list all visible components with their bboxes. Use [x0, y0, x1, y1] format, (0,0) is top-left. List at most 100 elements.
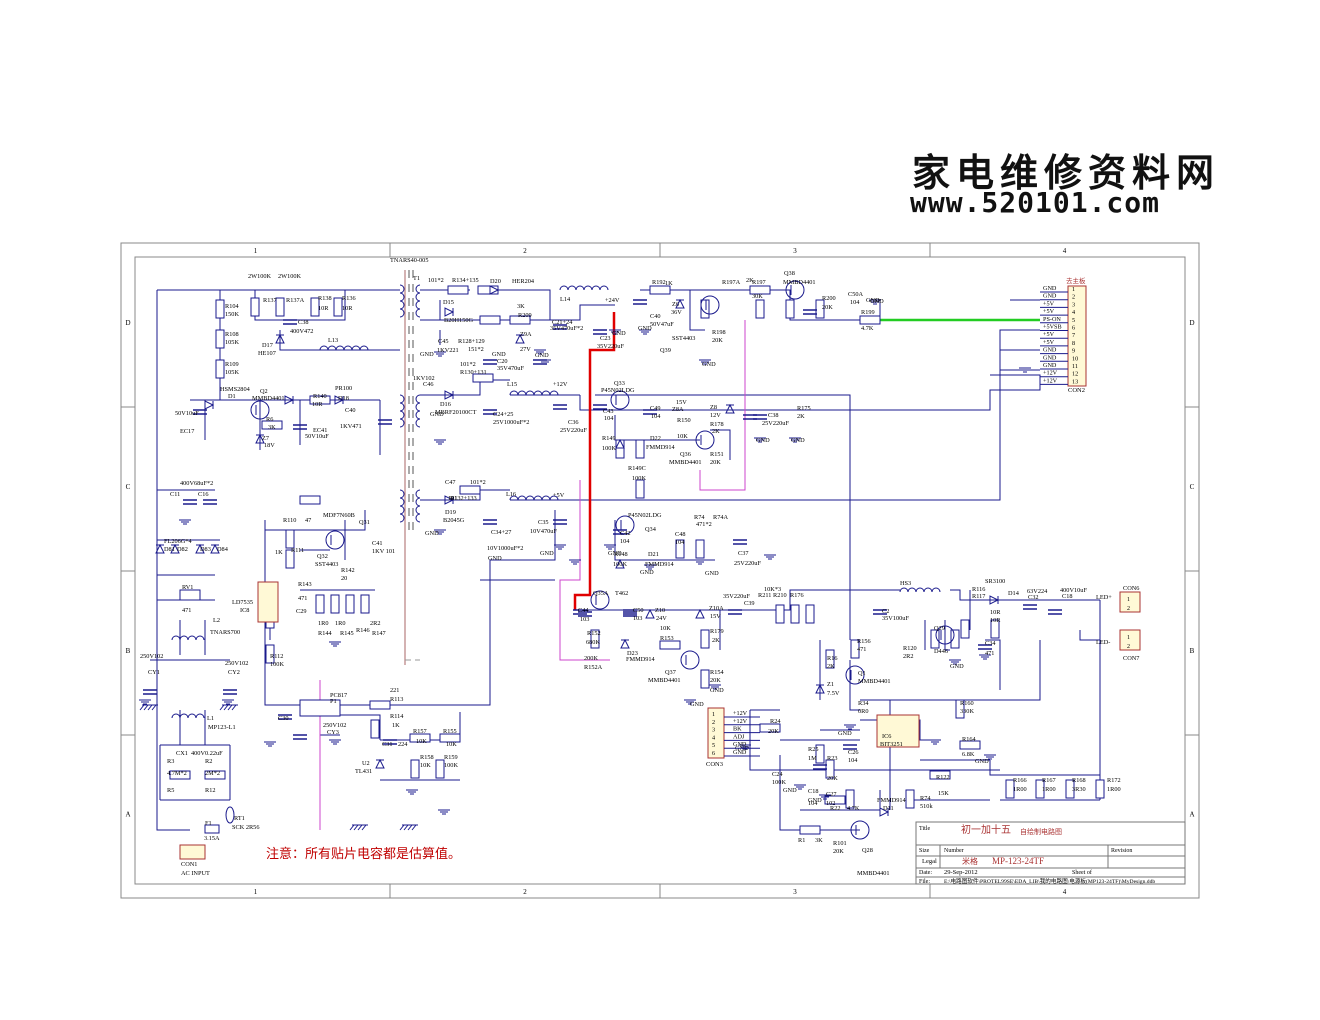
- title-block-title: 初一加十五: [961, 823, 1011, 836]
- component-label: GND: [420, 351, 434, 358]
- resistor: [275, 297, 285, 317]
- component-label: R132+133: [450, 495, 477, 502]
- resistor: [1035, 779, 1045, 799]
- component-label: CX1: [176, 750, 188, 757]
- component-label: +24V: [605, 297, 620, 304]
- component-label: 35V470uF: [497, 365, 524, 372]
- title-block-size: Legal: [922, 858, 937, 865]
- transistor: [615, 515, 635, 535]
- component-label: 100K: [772, 779, 786, 786]
- component-label: +12V: [553, 381, 568, 388]
- resistor: [370, 719, 380, 739]
- component-label: CY2: [228, 669, 240, 676]
- component-label: GND: [492, 351, 506, 358]
- component-label: D18: [338, 395, 349, 402]
- component-label: R198: [712, 329, 726, 336]
- component-label: SST4403: [672, 335, 695, 342]
- component-label: R136: [342, 295, 356, 302]
- con2-pin-number: 10: [1072, 355, 1078, 362]
- component-label: P45N02LDG: [628, 512, 662, 519]
- component-label: R2: [205, 758, 212, 765]
- component-label: 471: [857, 646, 866, 653]
- transformer-winding: [399, 284, 405, 294]
- con3-box: [707, 707, 725, 759]
- component-label: R142: [341, 567, 355, 574]
- component-label: EC17: [180, 428, 194, 435]
- connector-pin-number: 1: [1127, 597, 1130, 603]
- row-label: C: [126, 483, 131, 491]
- wire: [950, 589, 1040, 601]
- resistor: [755, 299, 765, 319]
- resistor: [310, 297, 320, 317]
- resistor: [749, 285, 771, 295]
- component-label: R16: [827, 655, 838, 662]
- component-label: GND: [866, 297, 880, 304]
- resistor: [824, 795, 846, 805]
- component-label: R175: [797, 405, 811, 412]
- component-label: R116: [972, 586, 985, 593]
- component-label: D16: [440, 401, 451, 408]
- resistor: [204, 770, 226, 780]
- transistor: [850, 820, 870, 840]
- title-block-file: E:\电路图软件\PROTEL99SE\EDA_LIB\我的电路图\电源板(MP…: [944, 877, 1155, 885]
- component-label: R144: [318, 630, 332, 637]
- chassis-ground: [357, 824, 363, 831]
- component-label: EC41: [313, 427, 327, 434]
- component-label: R155: [443, 728, 457, 735]
- component-label: 35V220uF: [597, 343, 624, 350]
- component-label: C34+27: [491, 529, 511, 536]
- wire: [340, 714, 381, 740]
- component-label: 15K: [938, 790, 949, 797]
- chassis-ground: [349, 824, 355, 831]
- component-label: R22: [830, 805, 841, 812]
- watermark-title: 家电维修资料网: [912, 150, 1221, 195]
- component-label: 1R00: [1042, 786, 1056, 793]
- resistor: [805, 604, 815, 624]
- component-label: C16: [198, 491, 209, 498]
- diode: [204, 400, 215, 410]
- component-label: R6: [266, 416, 273, 423]
- component-label: C31: [382, 741, 393, 748]
- transformer-winding: [399, 300, 405, 310]
- component-label: R151: [710, 451, 724, 458]
- inductor-l2: [171, 635, 205, 641]
- transformer-winding: [415, 418, 421, 428]
- component-label: BIT3251: [880, 741, 903, 748]
- resistor: [509, 315, 531, 325]
- component-label: C39: [744, 600, 755, 607]
- inductor-hs3: [899, 587, 941, 593]
- row-label: D: [125, 319, 130, 327]
- component-label: R1: [798, 837, 805, 844]
- title-block-sheet-label: Sheet of: [1072, 869, 1092, 876]
- component-label: 105K: [225, 339, 239, 346]
- component-label: T462: [615, 590, 628, 597]
- component-label: CON6: [1123, 585, 1139, 592]
- resistor: [675, 539, 685, 559]
- component-label: 510k: [920, 803, 933, 810]
- chassis-ground: [407, 824, 413, 831]
- component-label: Z10A: [709, 605, 724, 612]
- resistor: [285, 549, 295, 569]
- component-label: 2K: [827, 663, 835, 670]
- component-label: GND: [783, 787, 797, 794]
- resistor: [695, 539, 705, 559]
- component-label: 101: [448, 495, 457, 502]
- con3-pin-number: 3: [712, 727, 715, 734]
- resistor: [439, 733, 461, 743]
- component-label: 471*2: [696, 521, 712, 528]
- title-block-size-label: Size: [919, 848, 930, 854]
- component-label: C47: [445, 479, 456, 486]
- component-label: GND: [608, 550, 622, 557]
- transistor: [845, 665, 865, 685]
- con2-signal: PS-ON: [1043, 316, 1061, 323]
- component-label: C37: [738, 550, 749, 557]
- resistor: [615, 439, 625, 459]
- col-label: 4: [1063, 247, 1067, 255]
- component-label: 471: [182, 607, 191, 614]
- component-label: 680K: [586, 639, 600, 646]
- component-label: 15V: [710, 613, 721, 620]
- component-label: R117: [972, 593, 985, 600]
- diode: [675, 298, 685, 309]
